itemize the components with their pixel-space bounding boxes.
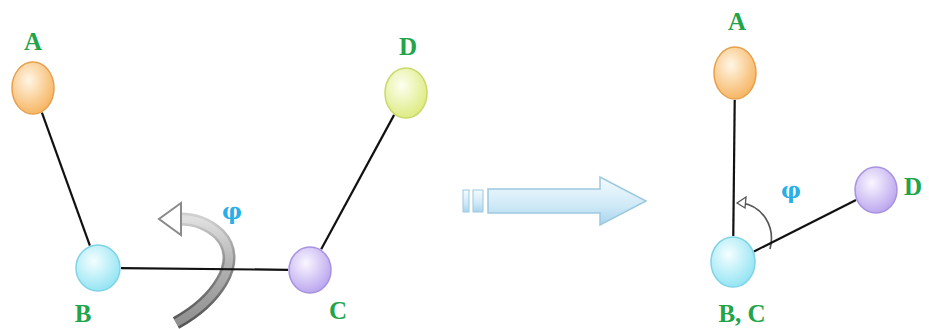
atom-shape: [75, 244, 121, 292]
atom-shape: [288, 246, 332, 294]
angle-label: φ: [781, 179, 801, 201]
bond-line: [754, 200, 856, 251]
atom-label: B, C: [718, 301, 765, 326]
bond-line: [121, 268, 288, 270]
atom-circle: A: [713, 46, 757, 100]
rotation-arrow: [159, 203, 229, 323]
bond-line: [42, 113, 90, 246]
atom-label: D: [904, 174, 922, 199]
atom-circle: B, C: [710, 236, 756, 288]
atom-shape: [384, 67, 428, 119]
bond-line: [733, 100, 734, 236]
atom-label: A: [24, 29, 42, 54]
atom-label: C: [329, 298, 347, 323]
atom-label: B: [75, 301, 92, 326]
atom-circle: D: [854, 166, 898, 214]
atom-circle: C: [288, 246, 332, 294]
angle-label: φ: [222, 200, 242, 222]
atom-shape: [11, 61, 55, 115]
atom-circle: B: [75, 244, 121, 292]
transition-arrow: [463, 177, 646, 225]
atom-shape: [710, 236, 756, 288]
atom-label: A: [728, 9, 746, 34]
atom-label: D: [399, 34, 417, 59]
bond-line: [321, 115, 394, 249]
atom-circle: A: [11, 61, 55, 115]
atom-circle: D: [384, 67, 428, 119]
atom-shape: [713, 46, 757, 100]
atom-shape: [854, 166, 898, 214]
